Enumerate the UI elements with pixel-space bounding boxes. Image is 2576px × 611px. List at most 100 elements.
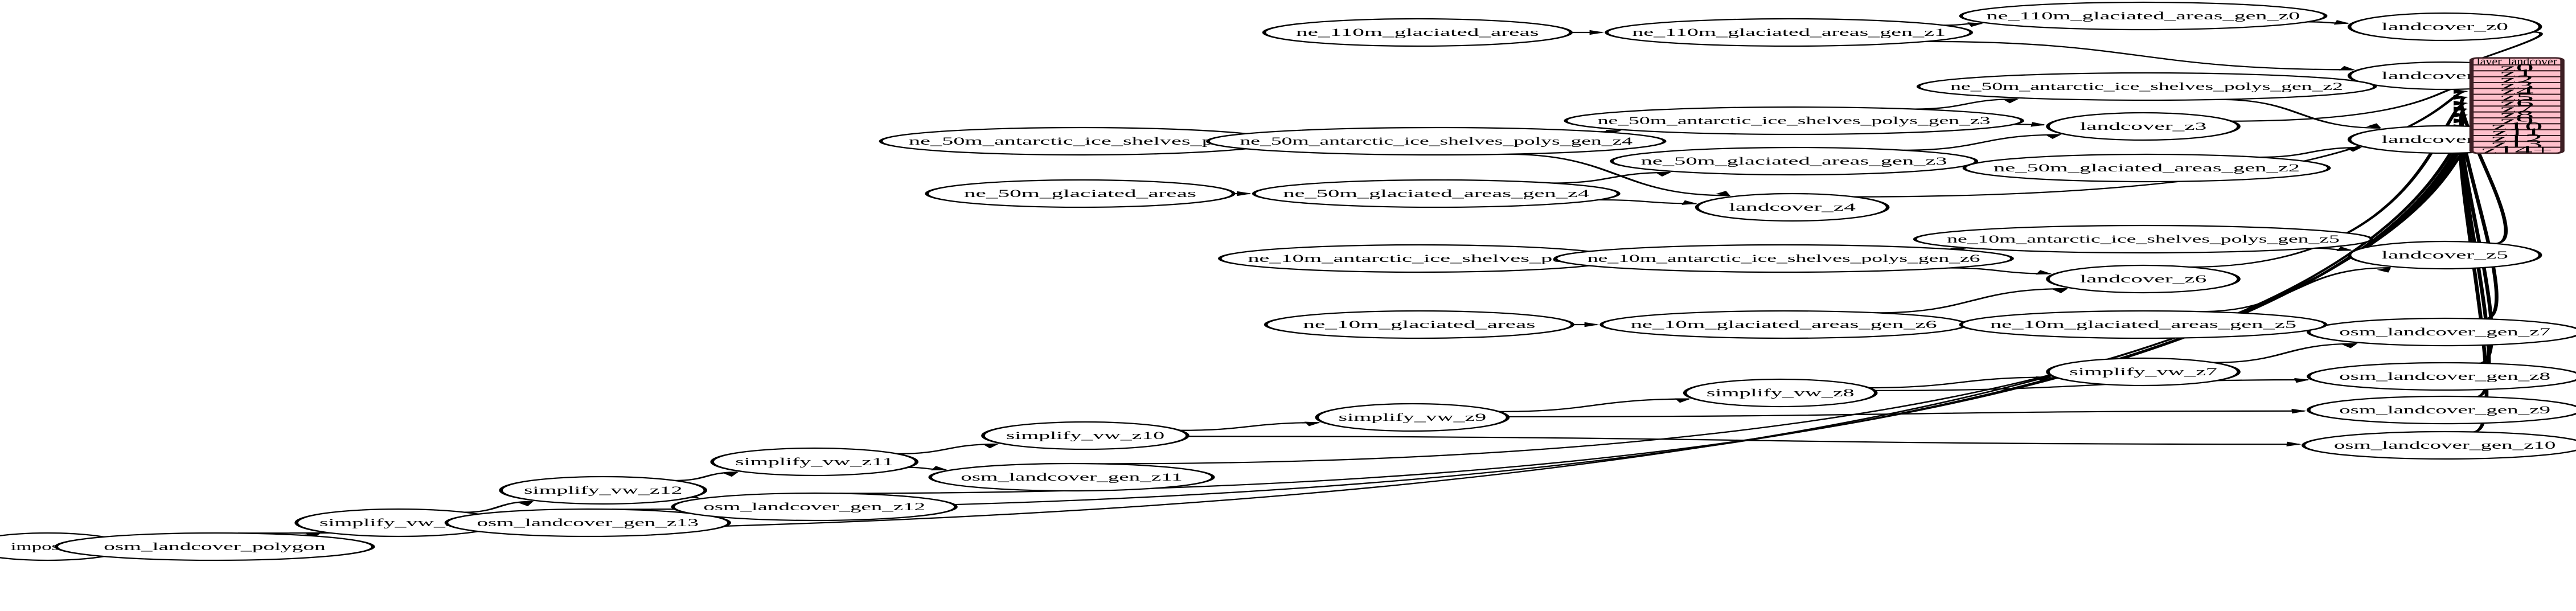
graph-node[interactable]: osm_landcover_gen_z7 bbox=[2307, 317, 2576, 347]
graph-edge bbox=[2220, 99, 2381, 129]
node-ellipse[interactable] bbox=[928, 462, 1215, 492]
graph-edge bbox=[1904, 134, 2060, 151]
graph-node[interactable]: simplify_vw_z11 bbox=[710, 447, 919, 477]
node-ellipse[interactable] bbox=[1683, 378, 1878, 408]
node-label: osm_landcover_gen_z10 bbox=[2334, 439, 2556, 451]
node-label: landcover_z3 bbox=[2080, 120, 2207, 132]
node-ellipse[interactable] bbox=[1262, 18, 1573, 47]
graph-edge bbox=[1506, 153, 1729, 196]
graph-node[interactable]: ne_50m_glaciated_areas_gen_z2 bbox=[1962, 153, 2331, 183]
node-ellipse[interactable] bbox=[1913, 224, 2374, 254]
graph-node[interactable]: simplify_vw_z9 bbox=[1315, 403, 1510, 432]
node-ellipse[interactable] bbox=[2307, 395, 2576, 425]
graph-edge bbox=[1949, 267, 2050, 274]
edge-arrowhead bbox=[2052, 288, 2069, 293]
edge-arrowhead bbox=[2291, 408, 2307, 414]
edge-arrowhead bbox=[2031, 122, 2046, 127]
graph-node[interactable]: ne_10m_antarctic_ice_shelves_polys bbox=[1218, 244, 1621, 273]
node-ellipse[interactable] bbox=[1959, 310, 2328, 339]
node-ellipse[interactable] bbox=[444, 508, 731, 538]
node-ellipse[interactable] bbox=[2046, 112, 2241, 141]
node-ellipse[interactable] bbox=[1564, 106, 2024, 136]
node-label: ne_10m_antarctic_ice_shelves_polys_gen_z… bbox=[1588, 252, 1980, 264]
graph-node[interactable]: ne_50m_glaciated_areas_gen_z4 bbox=[1252, 179, 1621, 208]
node-ellipse[interactable] bbox=[2307, 317, 2576, 347]
table-row-label: z14+ bbox=[2481, 143, 2553, 157]
node-ellipse[interactable] bbox=[1264, 310, 1574, 339]
node-ellipse[interactable] bbox=[1605, 18, 1974, 47]
graph-node[interactable]: landcover_z0 bbox=[2347, 12, 2542, 42]
graph-node[interactable]: ne_10m_glaciated_areas_gen_z5 bbox=[1959, 310, 2328, 339]
node-label: simplify_vw_z7 bbox=[2069, 366, 2217, 378]
node-label: ne_110m_glaciated_areas_gen_z0 bbox=[1987, 10, 2300, 22]
node-ellipse[interactable] bbox=[1315, 403, 1510, 432]
graph-edge bbox=[2259, 147, 2361, 158]
graph-node[interactable]: ne_110m_glaciated_areas_gen_z1 bbox=[1605, 18, 1974, 47]
node-label: ne_50m_glaciated_areas bbox=[964, 187, 1196, 199]
node-label: ne_10m_glaciated_areas_gen_z5 bbox=[1990, 318, 2296, 330]
graph-node[interactable]: landcover_z4 bbox=[1695, 192, 1890, 222]
node-ellipse[interactable] bbox=[710, 447, 919, 477]
node-ellipse[interactable] bbox=[671, 492, 958, 522]
node-ellipse[interactable] bbox=[1206, 126, 1667, 156]
node-ellipse[interactable] bbox=[2046, 264, 2241, 294]
graph-edge bbox=[1598, 199, 1696, 204]
graph-node[interactable]: ne_110m_glaciated_areas bbox=[1262, 18, 1573, 47]
graph-node[interactable]: landcover_z3 bbox=[2046, 112, 2241, 141]
graph-node[interactable]: ne_50m_antarctic_ice_shelves_polys_gen_z… bbox=[1564, 106, 2024, 136]
graph-node[interactable]: ne_110m_glaciated_areas_gen_z0 bbox=[1959, 1, 2328, 31]
graph-node[interactable]: osm_landcover_polygon bbox=[54, 532, 375, 561]
node-ellipse[interactable] bbox=[1916, 72, 2377, 101]
node-ellipse[interactable] bbox=[54, 532, 375, 561]
graph-node[interactable]: osm_landcover_gen_z10 bbox=[2302, 430, 2576, 460]
node-label: landcover_z6 bbox=[2080, 273, 2207, 285]
graph-node[interactable]: ne_10m_antarctic_ice_shelves_polys_gen_z… bbox=[1553, 244, 2014, 273]
graph-edge bbox=[1179, 422, 1319, 431]
graph-node[interactable]: ne_50m_antarctic_ice_shelves_polys_gen_z… bbox=[1206, 126, 1667, 156]
graph-node[interactable]: landcover_z5 bbox=[2347, 240, 2542, 270]
graph-node[interactable]: ne_50m_glaciated_areas bbox=[925, 179, 1236, 208]
node-ellipse[interactable] bbox=[1695, 192, 1890, 222]
node-ellipse[interactable] bbox=[2302, 430, 2576, 460]
graph-edge bbox=[1507, 410, 2305, 417]
graph-node[interactable]: landcover_z6 bbox=[2046, 264, 2241, 294]
node-ellipse[interactable] bbox=[499, 475, 708, 505]
node-label: ne_50m_antarctic_ice_shelves_polys bbox=[909, 135, 1252, 147]
graph-node[interactable]: ne_10m_glaciated_areas_gen_z6 bbox=[1599, 310, 1968, 339]
graph-node[interactable]: simplify_vw_z10 bbox=[981, 421, 1189, 450]
node-label: landcover_z5 bbox=[2381, 249, 2508, 261]
node-ellipse[interactable] bbox=[1959, 1, 2328, 31]
node-ellipse[interactable] bbox=[2347, 12, 2542, 42]
graph-node[interactable]: ne_50m_glaciated_areas_gen_z3 bbox=[1610, 146, 1979, 176]
graph-node[interactable]: ne_10m_antarctic_ice_shelves_polys_gen_z… bbox=[1913, 224, 2374, 254]
node-ellipse[interactable] bbox=[2347, 240, 2542, 270]
graph-node[interactable]: simplify_vw_z12 bbox=[499, 475, 708, 505]
edge-arrowhead bbox=[2045, 134, 2062, 139]
node-label: osm_landcover_gen_z7 bbox=[2339, 326, 2550, 338]
graph-node[interactable]: ne_10m_glaciated_areas bbox=[1264, 310, 1574, 339]
node-ellipse[interactable] bbox=[1962, 153, 2331, 183]
graph-node[interactable]: osm_landcover_gen_z9 bbox=[2307, 395, 2576, 425]
graph-node[interactable]: osm_landcover_gen_z11 bbox=[928, 462, 1215, 492]
graph-node[interactable]: osm_landcover_gen_z12 bbox=[671, 492, 958, 522]
graph-edge bbox=[1868, 376, 2050, 389]
node-label: osm_landcover_polygon bbox=[104, 540, 326, 552]
node-label: ne_50m_glaciated_areas_gen_z2 bbox=[1993, 162, 2300, 174]
node-ellipse[interactable] bbox=[1553, 244, 2014, 273]
graph-node[interactable]: simplify_vw_z8 bbox=[1683, 378, 1878, 408]
node-ellipse[interactable] bbox=[981, 421, 1189, 450]
graph-node[interactable]: ne_50m_antarctic_ice_shelves_polys bbox=[879, 126, 1282, 156]
node-ellipse[interactable] bbox=[1610, 146, 1979, 176]
graph-node[interactable]: osm_landcover_gen_z8 bbox=[2307, 362, 2576, 391]
graph-node[interactable]: simplify_vw_z7 bbox=[2046, 357, 2241, 387]
node-ellipse[interactable] bbox=[1252, 179, 1621, 208]
graph-node[interactable]: ne_50m_antarctic_ice_shelves_polys_gen_z… bbox=[1916, 72, 2377, 101]
graph-node[interactable]: osm_landcover_gen_z13 bbox=[444, 508, 731, 538]
edge-arrowhead bbox=[2454, 118, 2468, 124]
node-ellipse[interactable] bbox=[2307, 362, 2576, 391]
node-ellipse[interactable] bbox=[925, 179, 1236, 208]
node-ellipse[interactable] bbox=[2046, 357, 2241, 387]
graph-edge bbox=[1914, 98, 2017, 110]
edge-arrowhead bbox=[2333, 20, 2350, 25]
